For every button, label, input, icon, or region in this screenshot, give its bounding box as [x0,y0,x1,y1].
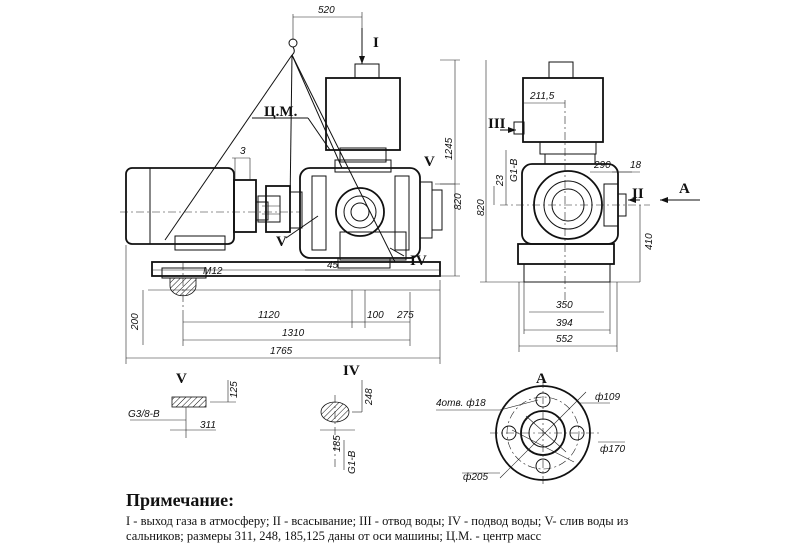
dim-a-holes: 4отв. ф18 [436,397,486,409]
pump-rotor [335,187,385,237]
foundation-bolt-hatch [169,277,197,297]
dim-3: 3 [240,146,246,157]
dim-520: 520 [318,5,335,16]
dim-v-125: 125 [229,381,240,398]
detail-V-fitting [171,396,207,408]
label-II: II [632,186,644,202]
dim-275: 275 [396,310,414,321]
label-V-leader: V [276,234,287,250]
dim-100: 100 [367,310,384,321]
dim-290: 290 [593,160,611,171]
dim-v-311: 311 [200,420,216,431]
dim-820-side: 820 [476,199,487,216]
dim-m12: M12 [203,266,223,277]
dim-v-g38: G3/8-B [128,409,160,420]
dim-18: 18 [630,160,642,171]
lifting-hook [288,38,298,48]
label-A-arrow: A [679,181,690,197]
section-V-title: V [176,371,187,387]
dim-a-109: ф109 [595,391,620,403]
side-view [480,60,700,352]
section-A-title: A [536,371,547,387]
dim-iv-185: 185 [332,435,343,452]
dim-1310: 1310 [282,328,305,339]
front-view [120,12,460,364]
label-cm: Ц.М. [264,104,298,120]
motor-foot [174,235,226,251]
section-IV-title: IV [343,363,360,379]
base-frame [151,261,441,277]
motor-end-cap [233,179,257,233]
detail-A-flange [436,380,625,486]
dim-350: 350 [556,300,573,311]
motor-body [125,167,235,245]
dim-820: 820 [453,193,464,210]
dim-1120: 1120 [258,310,280,321]
label-IV: IV [410,253,427,269]
dim-1245: 1245 [444,137,455,160]
label-III: III [488,116,506,132]
dim-1765: 1765 [270,346,293,357]
dim-23: 23 [495,174,506,187]
dim-200: 200 [130,313,141,331]
label-I: I [373,35,379,51]
detail-IV [320,380,363,470]
side-separator-tank [522,77,604,143]
detail-V [130,380,236,438]
dim-410: 410 [644,233,655,250]
note-title: Примечание: [126,490,235,510]
dim-552: 552 [556,334,573,345]
dim-iv-g1b: G1-B [347,450,358,474]
note-text: I - выход газа в атмосферу; II - всасыва… [126,514,629,543]
coupling [265,185,291,233]
pump-body [299,167,421,259]
dim-45: 45 [327,260,339,271]
dim-a-170: ф170 [600,443,625,455]
dim-211-5: 211,5 [529,91,555,102]
dim-g1b-side: G1-B [509,158,520,182]
separator-tank [325,77,401,151]
dim-394: 394 [556,318,573,329]
dim-a-205: ф205 [463,471,488,483]
dim-iv-248: 248 [364,388,375,406]
label-V-front: V [424,154,435,170]
